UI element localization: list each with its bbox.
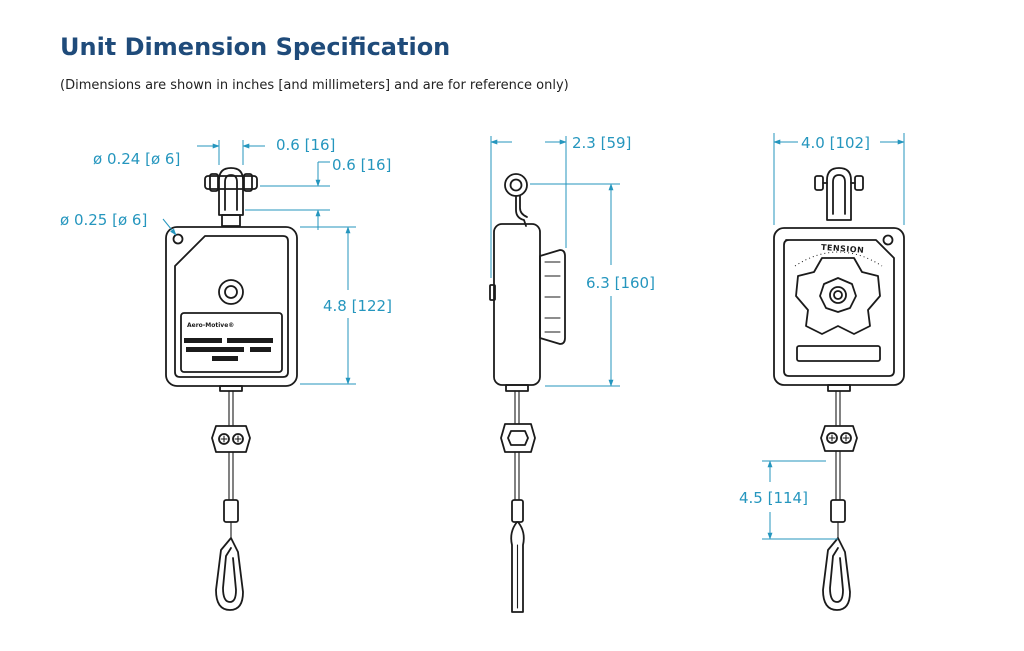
side-housing [489,223,566,392]
back-cable-assembly [820,390,858,611]
back-housing: TENSION [773,227,905,392]
page-title: Unit Dimension Specification [60,33,451,61]
dim-mount-hole: ø 0.25 [ø 6] [60,211,147,229]
tension-knob [795,257,881,335]
dim-swivel-height: 0.6 [16] [332,156,391,174]
front-cable-assembly [211,390,251,611]
dim-stop-length: 4.5 [114] [739,489,808,507]
dim-body-height: 4.8 [122] [323,297,392,315]
back-view: TENSION [739,133,905,611]
back-mount-hole [882,234,894,246]
front-swivel-clevis [204,167,258,227]
side-hanger-eye [504,173,528,227]
label-plate [180,312,283,373]
brand-label: Aero-Motive® [187,322,234,329]
dim-width: 4.0 [102] [801,134,870,152]
dim-depth: 2.3 [59] [572,134,631,152]
side-view: 2.3 [59] 6.3 [160] [489,134,655,613]
back-label-strip [796,345,881,362]
front-dimensions: ø 0.24 [ø 6] 0.6 [16] 0.6 [16] ø 0.25 [ø… [60,136,392,385]
dim-overall-height: 6.3 [160] [586,274,655,292]
back-dimensions: 4.0 [102] 4.5 [114] [739,133,905,540]
back-swivel-clevis [814,167,864,221]
mount-hole [172,233,184,245]
dim-swivel-hole: ø 0.24 [ø 6] [93,150,180,168]
dim-swivel-width: 0.6 [16] [276,136,335,154]
tension-knob-profile [539,249,566,345]
side-dimensions: 2.3 [59] 6.3 [160] [490,134,655,387]
tension-label: TENSION [821,243,865,255]
front-housing: Aero-Motive® [165,226,298,392]
side-cable-assembly [500,390,536,613]
front-view: Aero-Motive® [60,136,392,611]
page-subtitle: (Dimensions are shown in inches [and mil… [60,78,569,93]
